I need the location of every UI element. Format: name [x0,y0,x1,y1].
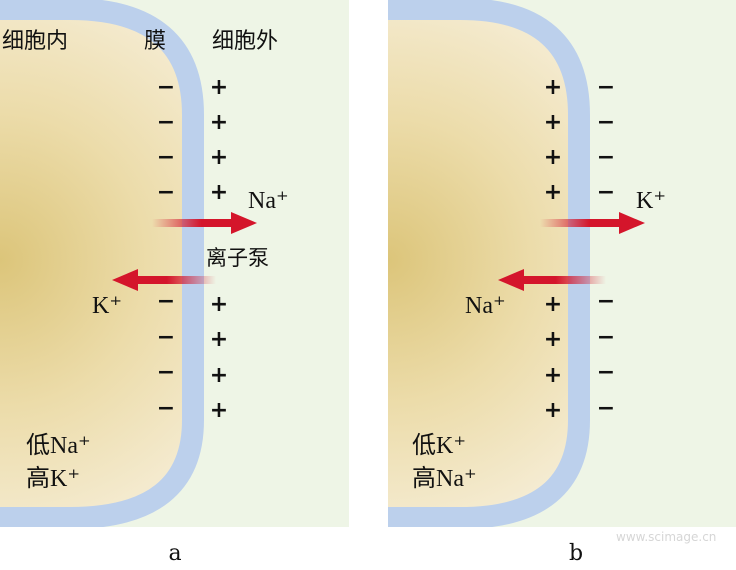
positive-charge: + [544,110,562,135]
arrow-left-icon [112,269,138,291]
positive-charge: + [544,292,562,317]
label-intracellular: 细胞内 [2,29,68,54]
negative-charge: − [157,289,175,314]
positive-charge: + [210,180,228,205]
positive-charge: + [544,180,562,205]
arrow-right-icon [619,212,645,234]
label-membrane: 膜 [144,29,166,54]
arrow-outward-b [540,212,645,234]
negative-charge: − [157,360,175,385]
ion-label-na-out: Na⁺ [248,188,289,214]
positive-charge: + [210,145,228,170]
ion-label-na-in: Na⁺ [465,293,506,319]
cell-membrane [388,0,590,527]
ion-label-k-out: K⁺ [636,188,666,214]
arrow-right-icon [231,212,257,234]
positive-charge: + [210,75,228,100]
negative-charge: − [157,396,175,421]
negative-charge: − [597,289,615,314]
cell-membrane [0,0,204,527]
concentration-line-1: 低K⁺ [412,432,466,459]
arrow-inward-a [112,269,216,291]
ion-label-k-in: K⁺ [92,293,122,319]
positive-charge: + [210,398,228,423]
positive-charge: + [544,145,562,170]
positive-charge: + [544,398,562,423]
positive-charge: + [210,327,228,352]
negative-charge: − [597,180,615,205]
negative-charge: − [597,360,615,385]
negative-charge: − [157,145,175,170]
concentration-line-2: 高Na⁺ [412,465,477,492]
positive-charge: + [210,292,228,317]
negative-charge: − [597,145,615,170]
label-ion-pump: 离子泵 [206,246,269,270]
cell-interior [388,9,579,518]
panel-a [0,0,349,527]
panel-a-inner-signs: − − − − − − − − [157,75,175,421]
panel-b-outer-signs: − − − − − − − − [597,75,615,421]
negative-charge: − [157,325,175,350]
caption-b: b [569,541,583,566]
positive-charge: + [544,327,562,352]
arrow-left-icon [498,269,524,291]
negative-charge: − [157,75,175,100]
label-extracellular: 细胞外 [212,29,278,54]
negative-charge: − [597,325,615,350]
panel-a-outer-signs: + + + + + + + + [210,75,228,423]
caption-a: a [168,541,181,566]
positive-charge: + [210,363,228,388]
panel-b [388,0,736,527]
concentration-line-2: 高K⁺ [26,465,80,492]
negative-charge: − [597,75,615,100]
positive-charge: + [544,363,562,388]
positive-charge: + [544,75,562,100]
watermark: www.scimage.cn [616,530,716,544]
cell-interior [0,9,193,518]
negative-charge: − [157,110,175,135]
arrow-inward-b [498,269,606,291]
negative-charge: − [157,180,175,205]
panel-b-inner-signs: + + + + + + + + [544,75,562,423]
arrow-outward-a [152,212,257,234]
concentration-line-1: 低Na⁺ [26,432,91,459]
negative-charge: − [597,396,615,421]
negative-charge: − [597,110,615,135]
positive-charge: + [210,110,228,135]
